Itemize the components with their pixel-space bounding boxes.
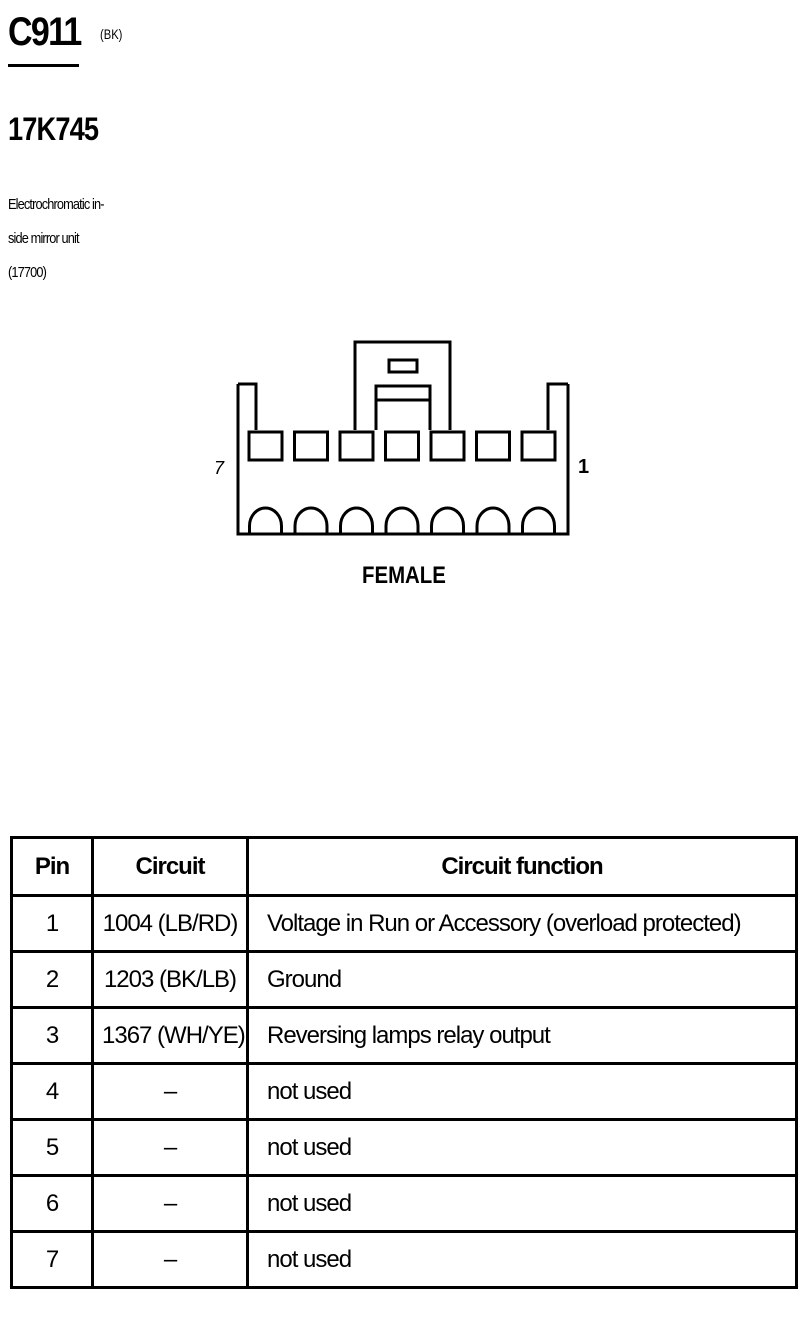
- cell-pin: 2: [10, 950, 94, 1009]
- part-number: 17K745: [8, 111, 99, 147]
- pin-cavities: [247, 430, 557, 462]
- table-row: 5–not used: [10, 1118, 798, 1177]
- connector-id: C911: [8, 10, 82, 54]
- cell-pin: 6: [10, 1174, 94, 1233]
- latch-notch: [387, 358, 419, 374]
- color-code: (BK): [100, 26, 123, 42]
- cell-circuit: 1004 (LB/RD): [91, 894, 249, 953]
- pin-cavity: [429, 430, 466, 462]
- cell-pin: 1: [10, 894, 94, 953]
- cell-circuit: –: [91, 1062, 249, 1121]
- cell-function: not used: [246, 1062, 798, 1121]
- cell-circuit: –: [91, 1174, 249, 1233]
- housing-left-wall: [238, 382, 258, 430]
- title-underline: [8, 64, 79, 67]
- pin-cavity: [247, 430, 284, 462]
- pin-cavity: [475, 430, 511, 462]
- housing-right-wall: [546, 382, 568, 430]
- pin-cavity: [338, 430, 375, 462]
- connector-latch: [353, 340, 452, 430]
- cell-function: not used: [246, 1174, 798, 1233]
- cell-function: Reversing lamps relay output: [246, 1006, 798, 1065]
- column-header-circuit: Circuit: [91, 836, 249, 897]
- cell-function: not used: [246, 1118, 798, 1177]
- column-header-function: Circuit function: [246, 836, 798, 897]
- pin-terminal: [475, 506, 511, 533]
- table-row: 6–not used: [10, 1174, 798, 1233]
- pin-terminal: [248, 506, 283, 533]
- cell-function: Voltage in Run or Accessory (overload pr…: [246, 894, 798, 953]
- cell-pin: 3: [10, 1006, 94, 1065]
- description-line: (17700): [8, 264, 47, 281]
- cell-function: not used: [246, 1230, 798, 1289]
- pin-cavity: [384, 430, 420, 462]
- cell-circuit: –: [91, 1118, 249, 1177]
- table-row: 7–not used: [10, 1230, 798, 1289]
- latch-window: [374, 384, 432, 430]
- cell-circuit: –: [91, 1230, 249, 1289]
- pin-terminals: [248, 506, 556, 533]
- description-line: Electrochromatic in-: [8, 196, 105, 213]
- cell-pin: 4: [10, 1062, 94, 1121]
- connector-face-diagram: [236, 340, 570, 536]
- column-header-pin: Pin: [10, 836, 94, 897]
- pin-terminal: [384, 506, 420, 533]
- cell-circuit: 1203 (BK/LB): [91, 950, 249, 1009]
- table-row: 4–not used: [10, 1062, 798, 1121]
- description-line: side mirror unit: [8, 230, 80, 247]
- pin-terminal: [430, 506, 465, 533]
- connector-gender-label: FEMALE: [362, 562, 446, 589]
- pin-label-left: 7: [214, 458, 225, 478]
- pin-cavity: [293, 430, 329, 462]
- connector-housing: [236, 384, 570, 536]
- cell-pin: 7: [10, 1230, 94, 1289]
- component-description: Electrochromatic in- side mirror unit (1…: [8, 188, 105, 290]
- pin-terminal: [339, 506, 374, 533]
- cell-pin: 5: [10, 1118, 94, 1177]
- pin-cavity: [520, 430, 557, 462]
- table-header-row: Pin Circuit Circuit function: [10, 836, 798, 897]
- pin-terminal: [521, 506, 556, 533]
- pin-label-right: 1: [578, 456, 590, 478]
- cell-function: Ground: [246, 950, 798, 1009]
- pin-terminal: [293, 506, 329, 533]
- cell-circuit: 1367 (WH/YE): [91, 1006, 249, 1065]
